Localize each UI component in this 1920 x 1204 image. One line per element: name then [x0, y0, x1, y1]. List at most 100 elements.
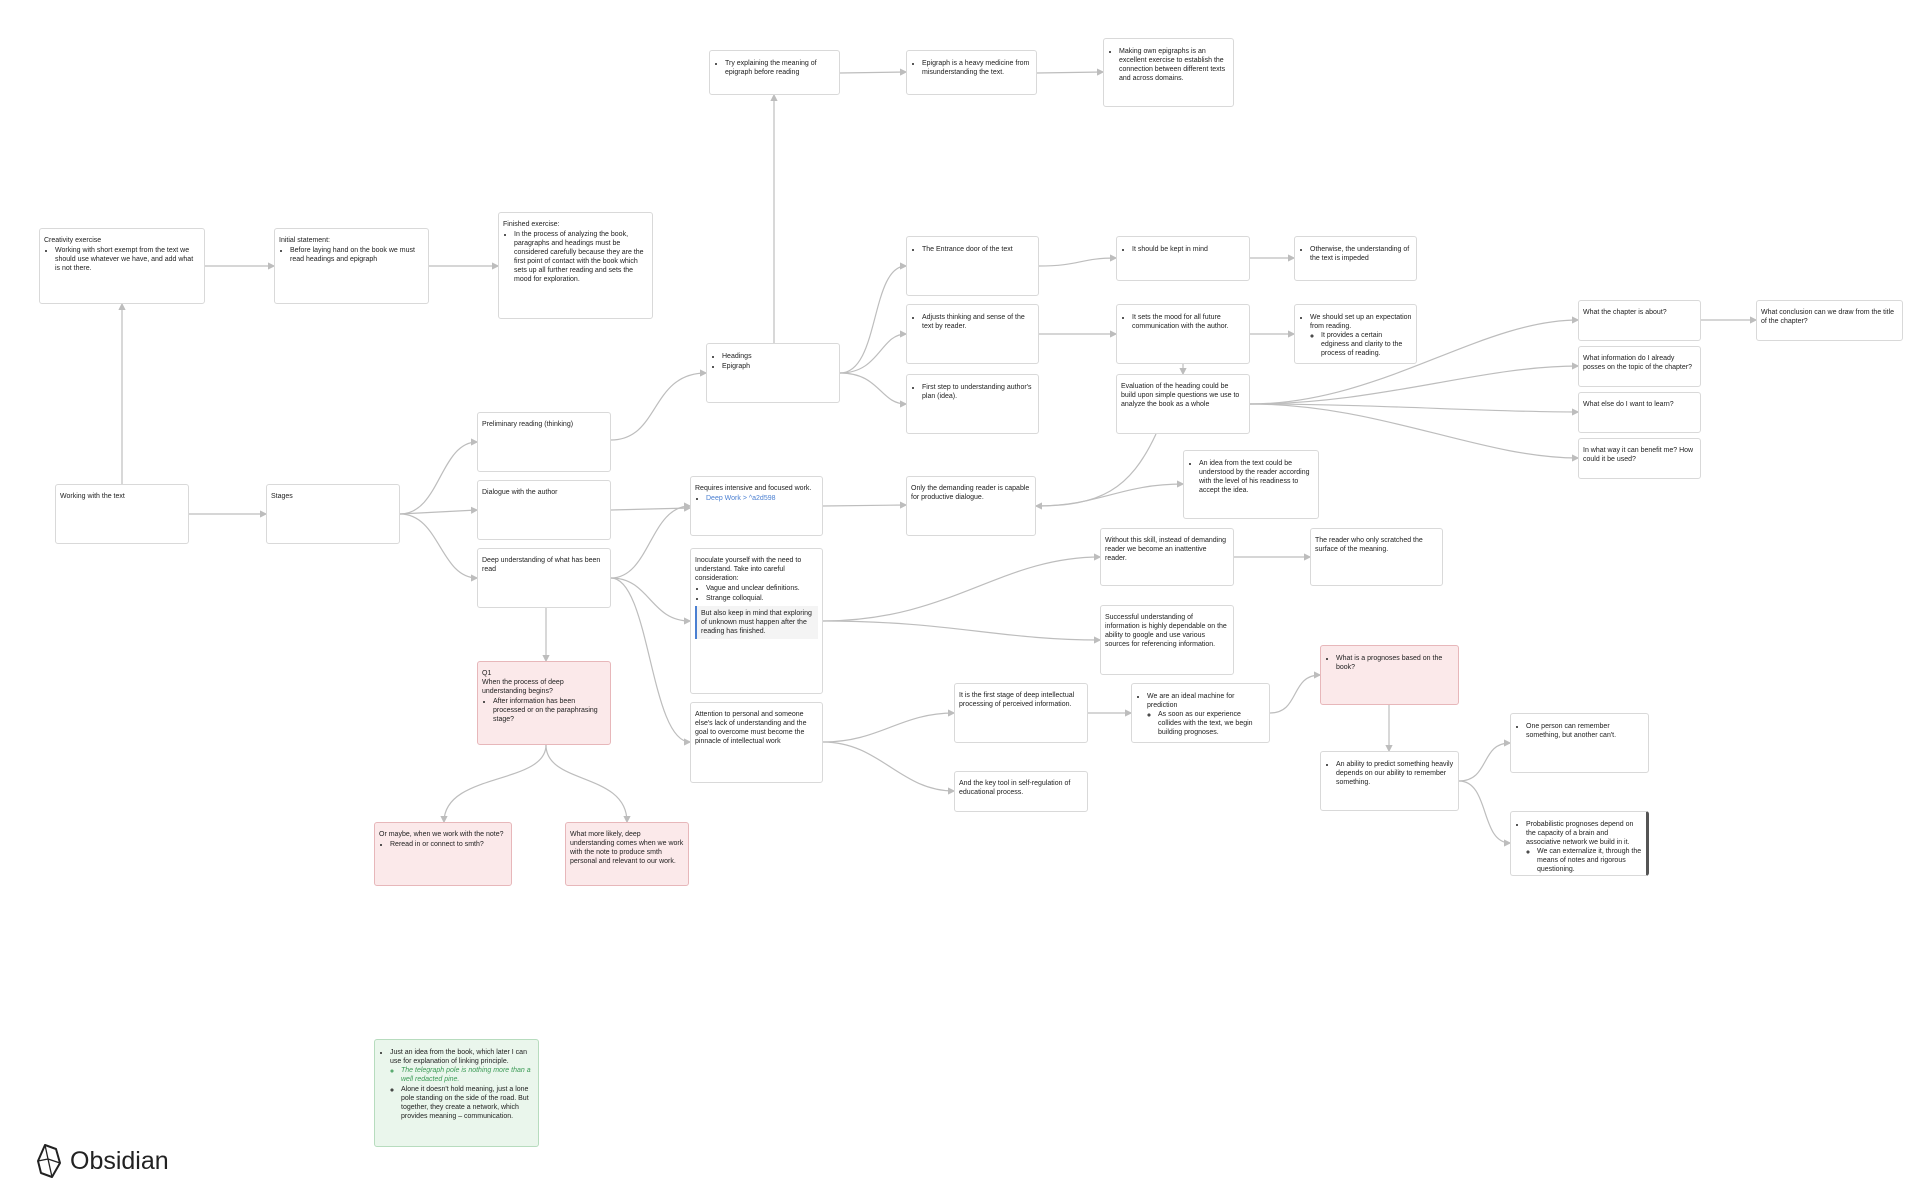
connector-edge — [822, 741, 956, 795]
card-stages[interactable]: Stages — [266, 484, 400, 544]
card-key-tool[interactable]: And the key tool in self-regulation of e… — [954, 771, 1088, 812]
list-item: In the process of analyzing the book, pa… — [514, 230, 648, 284]
list-item: We should set up an expectation from rea… — [1310, 313, 1412, 358]
card-chapter-about[interactable]: What the chapter is about? — [1578, 300, 1701, 341]
card-title: Dialogue with the author — [482, 489, 558, 496]
card-probabilistic[interactable]: Probabilistic prognoses depend on the ca… — [1510, 811, 1649, 876]
card-text: Attention to personal and someone else's… — [695, 711, 807, 745]
card-attention[interactable]: Attention to personal and someone else's… — [690, 702, 823, 783]
connector-edge — [610, 577, 692, 746]
obsidian-logo-icon — [37, 1144, 61, 1178]
card-working-with-text[interactable]: Working with the text — [55, 484, 189, 544]
card-ideal-machine[interactable]: We are an ideal machine for prediction A… — [1131, 683, 1270, 743]
connector-edge — [1035, 480, 1185, 507]
connector-edge — [839, 68, 908, 76]
card-or-maybe[interactable]: Or maybe, when we work with the note? Re… — [374, 822, 512, 886]
card-prognoses[interactable]: What is a prognoses based on the book? — [1320, 645, 1459, 705]
card-q1[interactable]: Q1 When the process of deep understandin… — [477, 661, 611, 745]
list-item: Vague and unclear definitions. — [706, 584, 818, 593]
card-scratched-surface[interactable]: The reader who only scratched the surfac… — [1310, 528, 1443, 586]
card-text: Without this skill, instead of demanding… — [1105, 537, 1227, 562]
list-item[interactable]: Deep Work > ^a2d598 — [706, 494, 818, 503]
card-text: Inoculate yourself with the need to unde… — [695, 557, 802, 582]
card-deep-understanding[interactable]: Deep understanding of what has been read — [477, 548, 611, 608]
connector-edge — [822, 553, 1102, 622]
card-want-to-learn[interactable]: What else do I want to learn? — [1578, 392, 1701, 433]
card-info-posses[interactable]: What information do I already posses on … — [1578, 346, 1701, 387]
list-item: An ability to predict something heavily … — [1336, 760, 1454, 787]
card-title: Q1 — [482, 670, 492, 677]
card-text: In what way it can benefit me? How could… — [1583, 447, 1694, 463]
card-text: The reader who only scratched the surfac… — [1315, 537, 1423, 553]
list-item: One person can remember something, but a… — [1526, 722, 1644, 740]
card-finished-exercise[interactable]: Finished exercise: In the process of ana… — [498, 212, 653, 319]
list-item: We can externalize it, through the means… — [1537, 847, 1642, 874]
card-initial-statement[interactable]: Initial statement: Before laying hand on… — [274, 228, 429, 304]
card-epigraph-medicine[interactable]: Epigraph is a heavy medicine from misund… — [906, 50, 1037, 95]
card-an-idea[interactable]: An idea from the text could be understoo… — [1183, 450, 1319, 519]
connector-edge — [1034, 433, 1157, 510]
card-without-skill[interactable]: Without this skill, instead of demanding… — [1100, 528, 1234, 586]
card-ability-to-predict[interactable]: An ability to predict something heavily … — [1320, 751, 1459, 811]
card-sets-mood[interactable]: It sets the mood for all future communic… — [1116, 304, 1250, 364]
connector-edge — [839, 330, 908, 374]
connector-edge — [399, 438, 479, 515]
connector-edge — [399, 513, 479, 582]
card-one-person[interactable]: One person can remember something, but a… — [1510, 713, 1649, 773]
card-expectation[interactable]: We should set up an expectation from rea… — [1294, 304, 1417, 364]
list-item: Epigraph — [722, 362, 835, 371]
card-more-likely[interactable]: What more likely, deep understanding com… — [565, 822, 689, 886]
card-text: Successful understanding of information … — [1105, 614, 1227, 648]
card-making-own-epigraphs[interactable]: Making own epigraphs is an excellent exe… — [1103, 38, 1234, 107]
card-text: And the key tool in self-regulation of e… — [959, 780, 1071, 796]
card-text: What else do I want to learn? — [1583, 401, 1674, 408]
card-title: Working with the text — [60, 493, 125, 500]
card-text: What more likely, deep understanding com… — [570, 831, 684, 865]
card-demanding-reader[interactable]: Only the demanding reader is capable for… — [906, 476, 1036, 536]
card-benefit[interactable]: In what way it can benefit me? How could… — [1578, 438, 1701, 479]
card-kept-in-mind[interactable]: It should be kept in mind — [1116, 236, 1250, 281]
card-text: When the process of deep understanding b… — [482, 679, 564, 695]
card-successful-understanding[interactable]: Successful understanding of information … — [1100, 605, 1234, 675]
card-title: Initial statement: — [279, 237, 330, 244]
card-entrance-door[interactable]: The Entrance door of the text — [906, 236, 1039, 296]
connector-edge — [610, 504, 692, 512]
list-item: What is a prognoses based on the book? — [1336, 654, 1454, 672]
connector-edge — [1458, 739, 1512, 782]
connector-edge — [1249, 362, 1580, 405]
connector-edge — [839, 262, 908, 374]
connector-edge — [1458, 780, 1512, 847]
card-conclusion[interactable]: What conclusion can we draw from the tit… — [1756, 300, 1903, 341]
list-item: After information has been processed or … — [493, 697, 606, 724]
card-first-stage[interactable]: It is the first stage of deep intellectu… — [954, 683, 1088, 743]
card-title: Stages — [271, 493, 293, 500]
connector-edge — [1249, 403, 1580, 462]
blockquote: But also keep in mind that exploring of … — [695, 606, 818, 639]
card-dialogue-with-author[interactable]: Dialogue with the author — [477, 480, 611, 540]
card-requires[interactable]: Requires intensive and focused work. Dee… — [690, 476, 823, 536]
card-inoculate[interactable]: Inoculate yourself with the need to unde… — [690, 548, 823, 694]
list-item: We are an ideal machine for prediction A… — [1147, 692, 1265, 737]
card-otherwise[interactable]: Otherwise, the understanding of the text… — [1294, 236, 1417, 281]
card-just-an-idea[interactable]: Just an idea from the book, which later … — [374, 1039, 539, 1147]
list-item: Just an idea from the book, which later … — [390, 1048, 534, 1121]
card-try-explaining[interactable]: Try explaining the meaning of epigraph b… — [709, 50, 840, 95]
list-item: Before laying hand on the book we must r… — [290, 246, 424, 264]
card-preliminary-reading[interactable]: Preliminary reading (thinking) — [477, 412, 611, 472]
deep-work-link[interactable]: Deep Work > ^a2d598 — [706, 495, 776, 502]
list-item: Strange colloquial. — [706, 594, 818, 603]
card-adjusts-thinking[interactable]: Adjusts thinking and sense of the text b… — [906, 304, 1039, 364]
connector-edge — [1038, 254, 1118, 267]
card-text: What conclusion can we draw from the tit… — [1761, 309, 1895, 325]
card-evaluation[interactable]: Evaluation of the heading could be build… — [1116, 374, 1250, 434]
card-creativity-exercise[interactable]: Creativity exercise Working with short e… — [39, 228, 205, 304]
card-headings[interactable]: Headings Epigraph — [706, 343, 840, 403]
card-text: Requires intensive and focused work. — [695, 485, 812, 492]
card-first-step[interactable]: First step to understanding author's pla… — [906, 374, 1039, 434]
list-item: Probabilistic prognoses depend on the ca… — [1526, 820, 1642, 874]
card-text: Only the demanding reader is capable for… — [911, 485, 1030, 501]
list-item: The Entrance door of the text — [922, 245, 1034, 254]
list-item: It provides a certain edginess and clari… — [1321, 331, 1412, 358]
card-text: It is the first stage of deep intellectu… — [959, 692, 1075, 708]
